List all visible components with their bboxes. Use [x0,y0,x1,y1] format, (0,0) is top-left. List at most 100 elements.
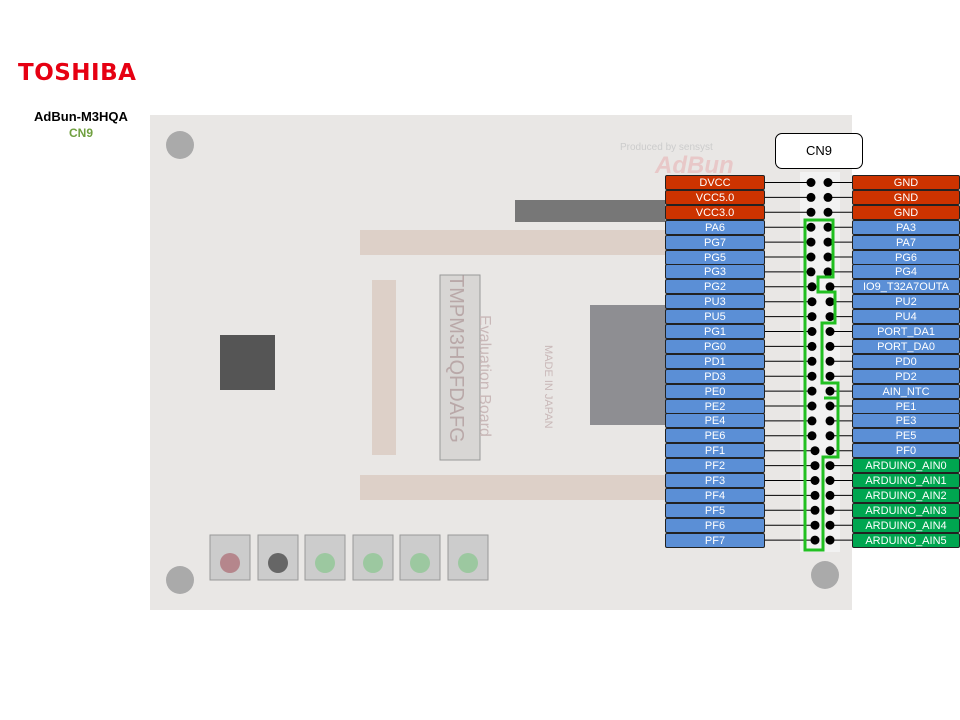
pin-label-left: VCC5.0 [665,189,765,205]
pin-dot [825,535,835,545]
pin-dot [825,446,835,456]
pin-label-left: PD3 [665,368,765,384]
pin-dot [810,520,820,530]
pin-label-left: PE2 [665,398,765,414]
pin-dot [825,371,835,381]
pin-dot [823,252,833,262]
pin-label-left: PU5 [665,309,765,325]
pin-dot [806,192,816,202]
pin-dot [810,476,820,485]
pin-dot [810,461,820,471]
pin-label-right: ARDUINO_AIN0 [852,458,960,474]
pin-label-left: PG3 [665,264,765,280]
pin-dot [806,222,816,232]
silkscreen-made: MADE IN JAPAN [542,345,554,429]
silkscreen-eval: Evaluation Board [476,315,493,437]
pin-label-right: GND [852,175,960,190]
pin-label-right: GND [852,204,960,220]
pin-dot [807,371,817,381]
pin-dot [823,207,833,217]
pin-dot [806,267,816,277]
pin-dot [807,341,817,351]
pin-dot [825,401,835,411]
pin-dot [825,386,835,396]
pin-label-right: IO9_T32A7OUTA [852,279,960,295]
pin-dot [810,505,820,515]
pin-dot [807,431,817,441]
pin-label-left: PF7 [665,532,765,548]
silkscreen-produced: Produced by sensyst [620,142,713,153]
pin-label-left: PF6 [665,517,765,533]
pin-dot [806,252,816,262]
pin-dot [807,416,817,426]
pin-dot [806,178,816,187]
pin-label-right: AIN_NTC [852,383,960,399]
pin-label-right: PE1 [852,398,960,414]
pin-dot [823,192,833,202]
pin-dot [825,476,835,485]
chip [220,335,275,390]
pin-label-left: PE0 [665,383,765,399]
pin-dot [825,341,835,351]
pin-label-right: PU4 [852,309,960,325]
pin-label-right: ARDUINO_AIN5 [852,532,960,548]
pin-dot [825,520,835,530]
pin-label-right: GND [852,189,960,205]
silkscreen-mcu: TMPM3HQFDAFG [445,275,467,443]
pin-label-left: PF4 [665,487,765,503]
pin-label-right: PA3 [852,219,960,235]
pin-dot [825,461,835,471]
pin-dot [823,178,833,187]
pin-dot [825,312,835,322]
pin-label-right: PU2 [852,294,960,310]
pin-dot [810,535,820,545]
pin-label-right: PORT_DA1 [852,324,960,339]
pin-label-right: PD2 [852,368,960,384]
pin-label-left: PE6 [665,428,765,444]
pin-label-left: PF3 [665,473,765,488]
pin-label-right: ARDUINO_AIN2 [852,487,960,503]
pin-label-left: PG7 [665,234,765,250]
pin-label-left: PA6 [665,219,765,235]
pin-dot [807,312,817,322]
pin-dot [807,356,817,366]
pin-label-left: PG5 [665,249,765,265]
pin-dot [825,282,835,292]
toshiba-logo: TOSHIBA [18,60,137,86]
pin-label-right: PF0 [852,443,960,459]
pin-label-left: DVCC [665,175,765,190]
pin-dot [825,356,835,366]
pin-label-right: PA7 [852,234,960,250]
board-name: AdBun-M3HQA [34,109,128,124]
highlight-outline [803,218,840,552]
silkscreen-adbun: AdBun [654,152,734,179]
pin-dot [825,431,835,441]
pin-dot [807,282,817,292]
pin-dot [807,297,817,307]
pin-dot [825,327,835,336]
pin-dot [825,297,835,307]
pin-dot [825,505,835,515]
pin-dot [823,237,833,247]
pin-dot [810,490,820,500]
pin-label-right: PG4 [852,264,960,280]
pin-label-right: PE3 [852,413,960,429]
pin-label-left: PG0 [665,338,765,354]
pin-dot [807,401,817,411]
pin-dot [806,237,816,247]
pin-dot [823,222,833,232]
pin-label-right: PE5 [852,428,960,444]
pin-dot [806,207,816,217]
pin-label-right: PG6 [852,249,960,265]
pin-label-left: PG1 [665,324,765,339]
pin-dot [823,267,833,277]
pin-dot [825,490,835,500]
pin-label-left: PE4 [665,413,765,429]
pin-dot [810,446,820,456]
pin-label-left: PU3 [665,294,765,310]
pin-label-left: PG2 [665,279,765,295]
pin-label-right: ARDUINO_AIN4 [852,517,960,533]
pin-dot [807,327,817,336]
pin-label-left: PD1 [665,353,765,369]
